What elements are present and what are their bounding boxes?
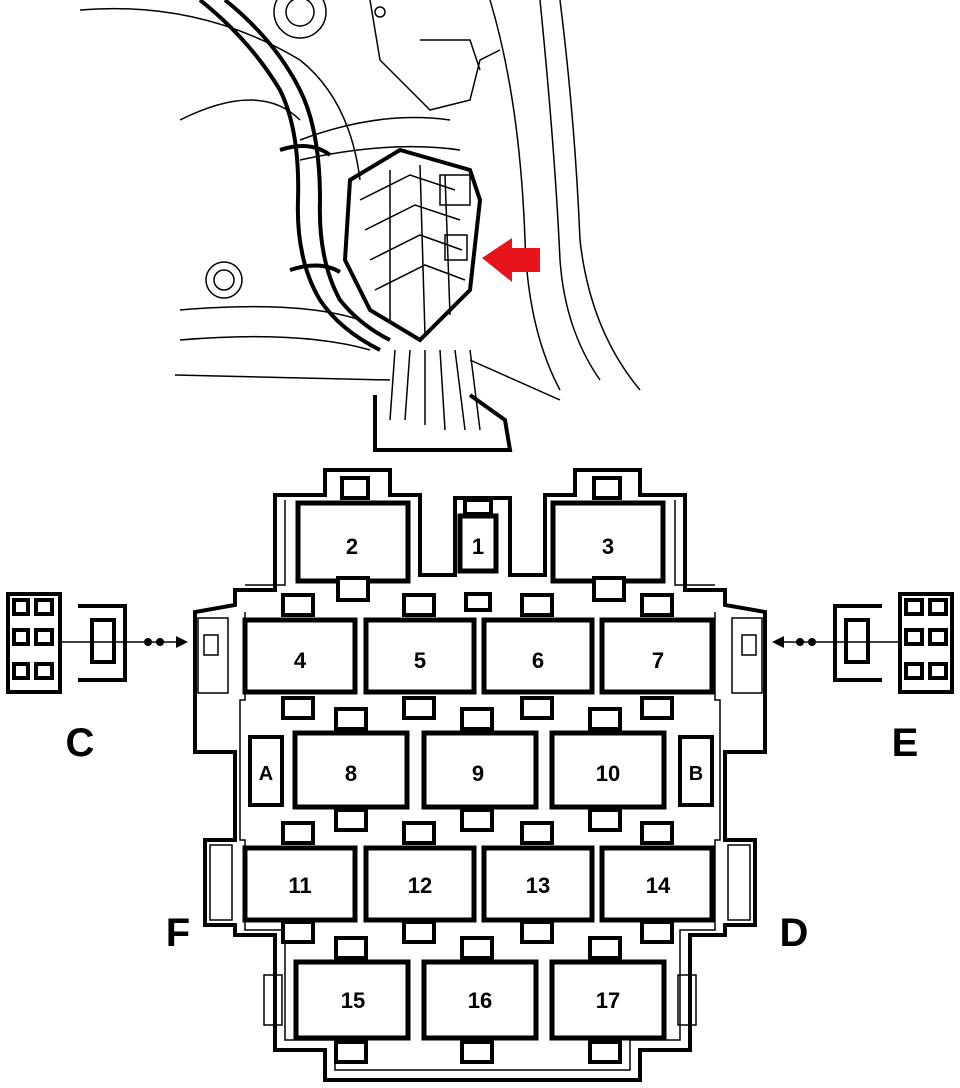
relay-17: 17 <box>549 936 667 1064</box>
connector-d-label: D <box>780 911 809 955</box>
connector-f-label: F <box>166 911 190 955</box>
slot-a-label: A <box>259 763 273 785</box>
slot-a: A <box>248 735 284 807</box>
relay-4-label: 4 <box>294 648 307 673</box>
relay-7-label: 7 <box>652 648 664 673</box>
relay-9-label: 9 <box>472 761 484 786</box>
relay-6: 6 <box>481 593 595 720</box>
relay-16-label: 16 <box>468 988 492 1013</box>
relay-12: 12 <box>363 821 477 944</box>
relay-11-label: 11 <box>288 873 311 898</box>
connector-e: E <box>772 592 954 765</box>
relay-4: 4 <box>242 593 358 720</box>
relay-7: 7 <box>599 593 715 720</box>
relay-11: 11 <box>242 821 358 944</box>
relay-12-label: 12 <box>408 873 432 898</box>
relay-14: 14 <box>599 821 715 944</box>
location-arrow <box>482 238 540 282</box>
relay-17-label: 17 <box>596 988 620 1013</box>
relay-8: 8 <box>292 707 410 832</box>
relay-5-label: 5 <box>414 648 426 673</box>
relay-15: 15 <box>293 936 411 1064</box>
relay-10-label: 10 <box>596 761 620 786</box>
connector-c-label: C <box>66 721 95 765</box>
relay-1: 1 <box>457 498 499 612</box>
relay-8-label: 8 <box>345 761 357 786</box>
relay-2-label: 2 <box>346 534 358 559</box>
slot-b-label: B <box>689 763 703 785</box>
relay-panel: 2 1 3 4 5 <box>193 468 767 1082</box>
relay-9: 9 <box>421 707 539 832</box>
relay-5: 5 <box>363 593 477 720</box>
relay-15-label: 15 <box>341 988 365 1013</box>
connector-c: C <box>6 592 188 765</box>
relay-3-label: 3 <box>602 534 614 559</box>
relay-16: 16 <box>421 936 539 1064</box>
relay-block-illustration <box>342 147 483 343</box>
slot-b: B <box>678 735 714 807</box>
connector-e-label: E <box>892 721 919 765</box>
relay-3: 3 <box>550 476 666 602</box>
relay-2: 2 <box>295 476 411 602</box>
relay-6-label: 6 <box>532 648 544 673</box>
relay-10: 10 <box>549 707 667 832</box>
relay-13-label: 13 <box>526 873 550 898</box>
relay-14-label: 14 <box>646 873 671 898</box>
relay-13: 13 <box>481 821 595 944</box>
relay-1-label: 1 <box>472 534 484 559</box>
vehicle-location-illustration <box>79 0 641 452</box>
